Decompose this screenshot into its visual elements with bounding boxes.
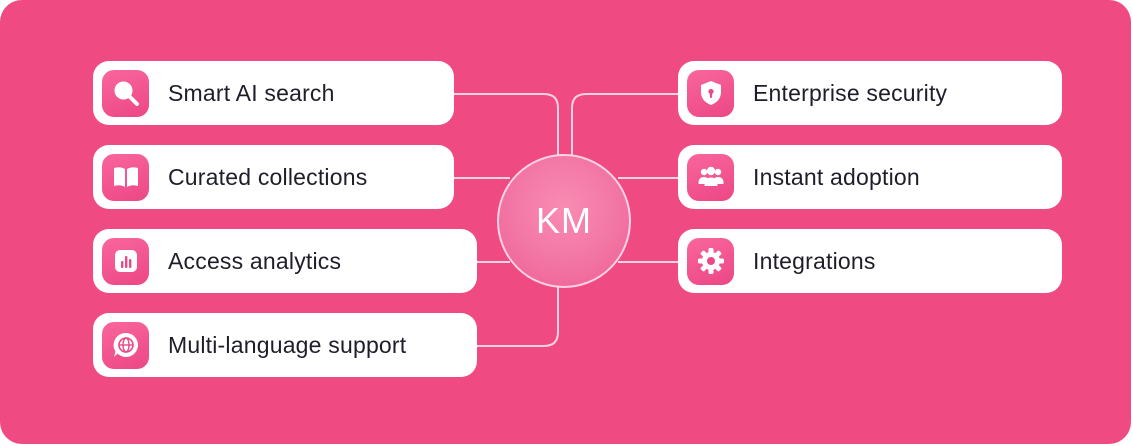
feature-label: Smart AI search xyxy=(168,79,335,106)
feature-label: Integrations xyxy=(753,247,876,274)
open-book-icon xyxy=(102,153,149,201)
feature-label: Enterprise security xyxy=(753,79,948,106)
gear-icon xyxy=(687,237,734,285)
hub-label: KM xyxy=(536,200,592,241)
km-hub: KM xyxy=(497,154,631,288)
feature-card-smart-ai-search: Smart AI search xyxy=(93,61,454,125)
users-icon xyxy=(687,153,734,201)
feature-card-integrations: Integrations xyxy=(678,229,1062,293)
feature-card-instant-adoption: Instant adoption xyxy=(678,145,1062,209)
feature-card-enterprise-security: Enterprise security xyxy=(678,61,1062,125)
feature-card-multi-language-support: Multi-language support xyxy=(93,313,477,377)
bar-chart-icon xyxy=(102,237,149,285)
connector-multi-language-support xyxy=(476,286,559,347)
magnifier-icon xyxy=(102,69,149,117)
feature-card-access-analytics: Access analytics xyxy=(93,229,477,293)
connector-enterprise-security xyxy=(571,93,678,156)
feature-label: Curated collections xyxy=(168,163,368,190)
feature-card-curated-collections: Curated collections xyxy=(93,145,454,209)
feature-label: Access analytics xyxy=(168,247,342,274)
globe-chat-icon xyxy=(102,321,149,369)
feature-label: Instant adoption xyxy=(753,163,920,190)
connector-smart-ai-search xyxy=(453,93,559,156)
shield-lock-icon xyxy=(687,69,734,117)
feature-label: Multi-language support xyxy=(168,331,407,358)
